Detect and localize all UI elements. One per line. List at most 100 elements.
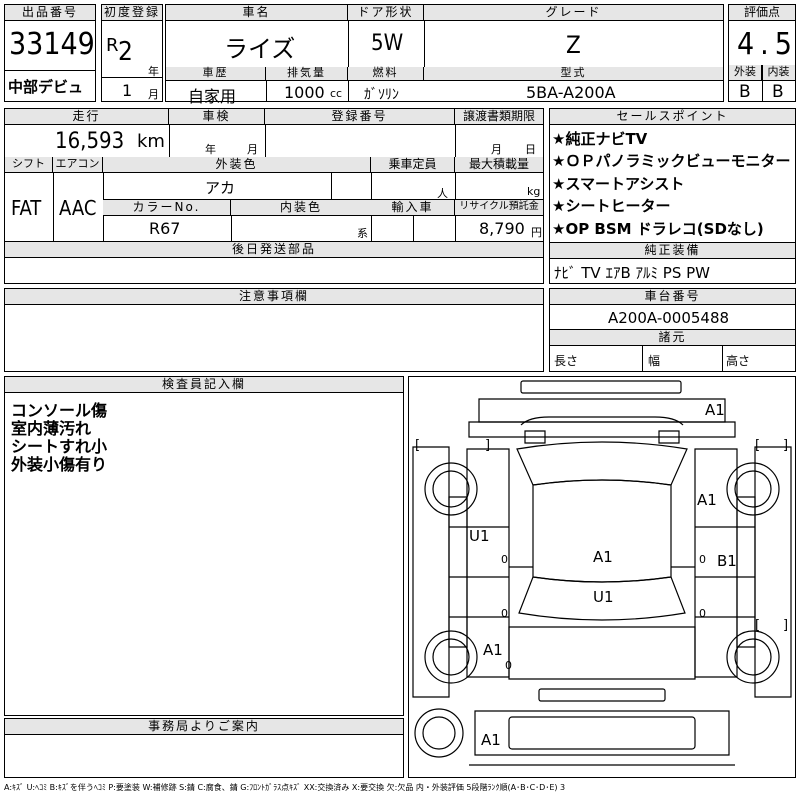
height-label: 高さ [726, 354, 751, 368]
width-label: 幅 [648, 354, 661, 368]
month-unit: 月 [148, 88, 159, 101]
car-name: ライズ [224, 35, 296, 63]
exterior-color-label: 外装色 [103, 157, 371, 173]
fuel-label: 燃料 [348, 67, 424, 81]
history: 自家用 [188, 87, 237, 106]
inspector-note-1: コンソール傷 [11, 401, 108, 420]
inspection-month-unit: 月 [247, 143, 258, 156]
yen-unit: 円 [531, 226, 542, 239]
equipment: ﾅﾋﾞ TV ｴｱB ｱﾙﾐ PS PW [554, 264, 710, 282]
import-label: 輸入車 [371, 200, 455, 216]
sales-point-label: セールスポイント [550, 109, 795, 125]
sales-point-1: ★純正ナビTV [552, 130, 648, 148]
recycle-label: リサイクル預託金 [455, 200, 543, 216]
exterior-label: 外装 [729, 65, 762, 81]
person-unit: 人 [437, 187, 448, 200]
zero-mark: 0 [699, 607, 706, 620]
damage-mark: B1 [717, 552, 737, 570]
details-box: 走行 16,593 km 車検 年 月 登録番号 譲渡書類期限 月 日 シフト … [4, 108, 544, 284]
capacity-label: 乗車定員 [371, 157, 455, 173]
year-unit: 年 [148, 65, 159, 78]
later-parts-label: 後日発送部品 [5, 242, 543, 258]
lot-number-box: 出品番号 33149 中部デビュ [4, 4, 96, 102]
registration-number-label: 登録番号 [265, 109, 455, 125]
bracket-mark: ] [485, 438, 490, 453]
grade: Z [566, 31, 581, 59]
interior-color-unit: 系 [357, 227, 368, 240]
first-registration-box: 初度登録 R 2 年 1 月 [101, 4, 163, 102]
zero-mark: 0 [505, 659, 512, 672]
door-type: 5W [371, 31, 404, 56]
fuel: ｶﾞｿﾘﾝ [364, 87, 399, 103]
dimensions-label: 諸元 [550, 330, 795, 346]
notes-box: 注意事項欄 [4, 288, 544, 372]
chassis-box: 車台番号 A200A-0005488 諸元 長さ 幅 高さ [549, 288, 796, 372]
first-registration-label: 初度登録 [102, 5, 162, 21]
max-load-label: 最大積載量 [455, 157, 543, 173]
inspector-note-4: 外装小傷有り [11, 455, 108, 474]
transfer-day-unit: 日 [525, 143, 536, 156]
debut-label: 中部デビュ [8, 78, 84, 96]
inspection-label: 車検 [169, 109, 265, 125]
zero-mark: 0 [501, 607, 508, 620]
sales-point-box: セールスポイント ★純正ナビTV ★ＯＰパノラミックビューモニター ★スマートア… [549, 108, 796, 284]
car-name-box: 車名 ライズ ドア形状 5W グレード Z 車歴 自家用 排気量 1000 cc… [165, 4, 724, 106]
inspector-note-3: シートすれ小 [11, 437, 108, 456]
bracket-mark: ] [783, 438, 788, 453]
displacement-label: 排気量 [266, 67, 348, 81]
exterior-color: アカ [205, 179, 236, 197]
recycle-fee: 8,790 [479, 219, 525, 238]
model-label: 型式 [424, 67, 723, 81]
sales-point-2: ★ＯＰパノラミックビューモニター [552, 152, 791, 170]
mileage-label: 走行 [5, 109, 169, 125]
car-name-label: 車名 [166, 5, 348, 21]
car-diagram: [ ] [ ] [ ] 0 0 0 0 0 A1 A1 U1 B1 A1 U1 … [408, 376, 796, 778]
cc-unit: cc [330, 87, 343, 100]
lot-number-label: 出品番号 [5, 5, 95, 21]
km-unit: km [137, 131, 165, 152]
damage-mark: A1 [697, 491, 717, 509]
car-diagram-drawing: [ ] [ ] [ ] 0 0 0 0 0 A1 A1 U1 B1 A1 U1 … [412, 380, 792, 766]
bracket-mark: [ [755, 438, 760, 453]
interior-label: 内装 [762, 65, 795, 81]
length-label: 長さ [554, 354, 579, 368]
displacement: 1000 [284, 83, 325, 102]
ac: AAC [59, 196, 97, 220]
notes-label: 注意事項欄 [5, 289, 543, 305]
score-box: 評価点 4.5 外装 内装 B B [728, 4, 796, 102]
score: 4.5 [737, 27, 798, 62]
inspector-box: 検査員記入欄 コンソール傷 室内薄汚れ シートすれ小 外装小傷有り [4, 376, 404, 716]
damage-mark: U1 [593, 588, 614, 606]
zero-mark: 0 [501, 553, 508, 566]
inspector-label: 検査員記入欄 [5, 377, 403, 393]
sales-point-5: ★OP BSM ドラレコ(SDなし) [552, 220, 764, 238]
chassis-number: A200A-0005488 [608, 309, 730, 327]
damage-mark: A1 [705, 401, 725, 419]
office-label: 事務局よりご案内 [5, 719, 403, 735]
bracket-mark: [ [415, 438, 420, 453]
bracket-mark: [ [755, 618, 760, 633]
mileage: 16,593 [55, 129, 125, 154]
sales-point-3: ★スマートアシスト [552, 175, 685, 193]
legend: A:ｷｽﾞ U:ﾍｺﾐ B:ｷｽﾞを伴うﾍｺﾐ P:要塗装 W:補修跡 S:錆 … [4, 783, 566, 792]
kg-unit: kg [527, 185, 541, 198]
lot-number: 33149 [9, 27, 95, 62]
reg-month: 1 [122, 81, 133, 100]
shift: FAT [11, 196, 42, 220]
interior-color-label: 内装色 [231, 200, 371, 216]
interior-grade: B [772, 82, 784, 102]
damage-mark: A1 [481, 731, 501, 749]
damage-mark: U1 [469, 527, 490, 545]
door-label: ドア形状 [348, 5, 424, 21]
damage-mark: A1 [593, 548, 613, 566]
equipment-label: 純正装備 [550, 243, 795, 259]
zero-mark: 0 [699, 553, 706, 566]
transfer-deadline-label: 譲渡書類期限 [455, 109, 543, 125]
reg-era: R [106, 35, 119, 56]
exterior-grade: B [739, 82, 751, 102]
bracket-mark: ] [783, 618, 788, 633]
transfer-month-unit: 月 [491, 143, 502, 156]
model: 5BA-A200A [526, 83, 616, 102]
chassis-label: 車台番号 [550, 289, 795, 305]
reg-year: 2 [118, 37, 133, 67]
